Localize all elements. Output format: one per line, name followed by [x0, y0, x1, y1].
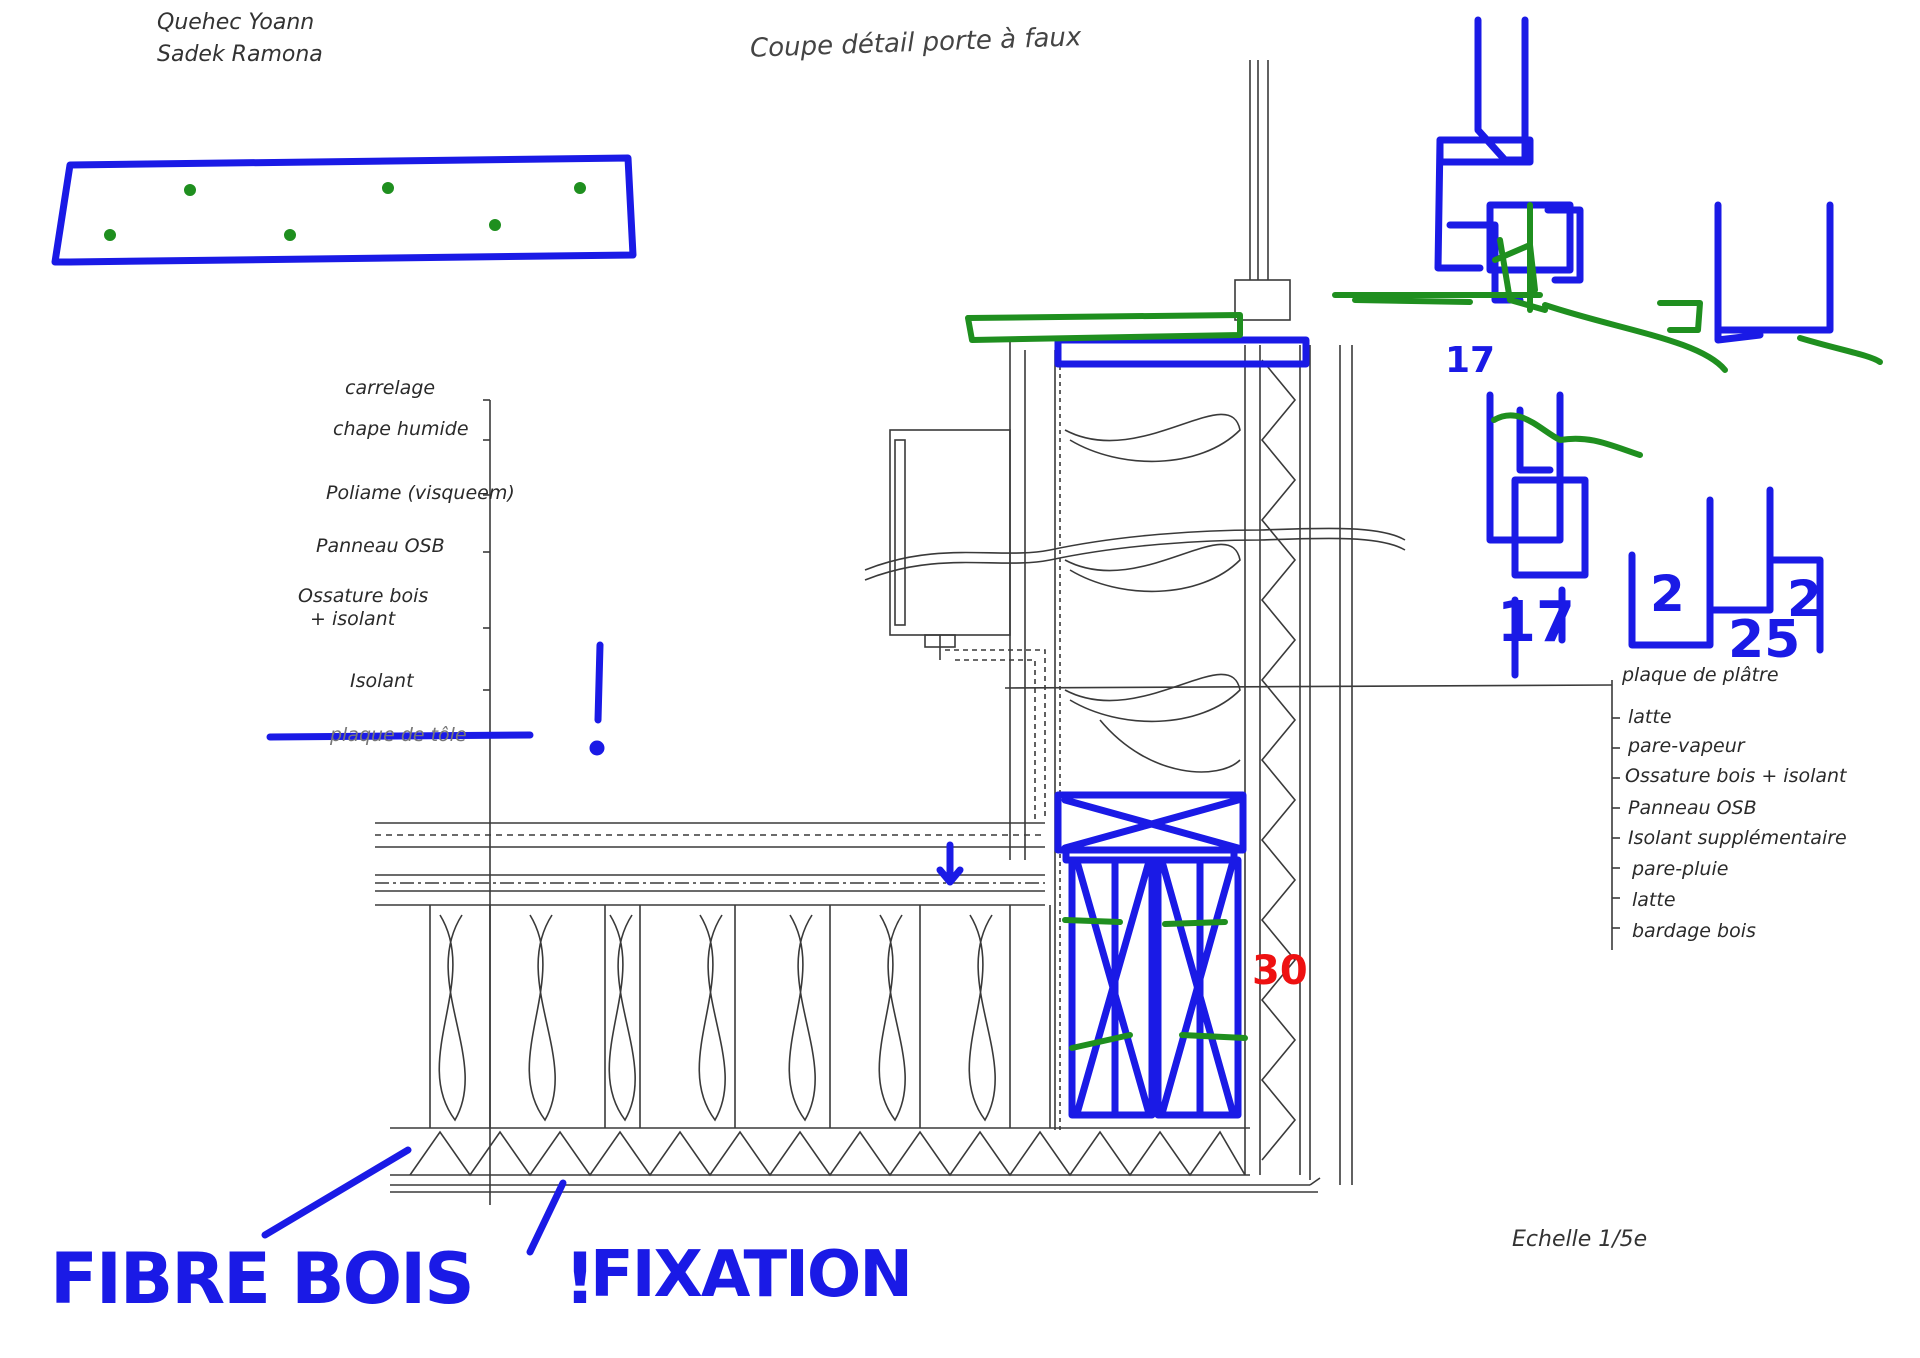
legend-left-0: carrelage	[345, 377, 436, 399]
legend-left-1: chape humide	[333, 418, 469, 440]
legend-right-1: latte	[1628, 706, 1672, 728]
legend-right-0: plaque de plâtre	[1622, 664, 1779, 686]
fibre-bois-note: FIBRE BOIS	[50, 1238, 475, 1320]
legend-left-2: Poliame (visqueem)	[326, 482, 515, 504]
legend-left-4: Ossature bois	[298, 585, 429, 607]
legend-left-3: Panneau OSB	[316, 535, 445, 557]
legend-right-8: bardage bois	[1632, 920, 1756, 942]
dimension-17-mid: 17	[1497, 590, 1575, 655]
legend-left-5: + isolant	[310, 608, 396, 630]
legend-left-6: Isolant	[350, 670, 414, 692]
dimension-30: 30	[1252, 948, 1308, 994]
scale-label: Echelle 1/5e	[1512, 1227, 1648, 1252]
fixation-exclaim: !	[564, 1238, 596, 1320]
dimension-2-right: 2	[1787, 570, 1822, 628]
legend-right-7: latte	[1632, 889, 1676, 911]
dimension-17-top: 17	[1445, 340, 1496, 381]
author-1: Quehec Yoann	[157, 10, 315, 35]
legend-right-6: pare-pluie	[1632, 858, 1729, 880]
legend-left-7: plaque de tôle	[330, 724, 467, 746]
legend-right-2: pare-vapeur	[1628, 735, 1745, 757]
blue-marker-layer	[51, 16, 1834, 1256]
dimension-25: 25	[1728, 610, 1801, 670]
dimension-2-left: 2	[1650, 565, 1685, 623]
green-marker-layer	[104, 182, 1883, 1051]
pencil-layer	[375, 60, 1620, 1205]
legend-right-3: Ossature bois + isolant	[1625, 765, 1847, 787]
legend-right-5: Isolant supplémentaire	[1628, 827, 1847, 849]
legend-right-4: Panneau OSB	[1628, 797, 1757, 819]
fixation-note: FIXATION	[590, 1238, 913, 1312]
author-2: Sadek Ramona	[157, 42, 323, 67]
